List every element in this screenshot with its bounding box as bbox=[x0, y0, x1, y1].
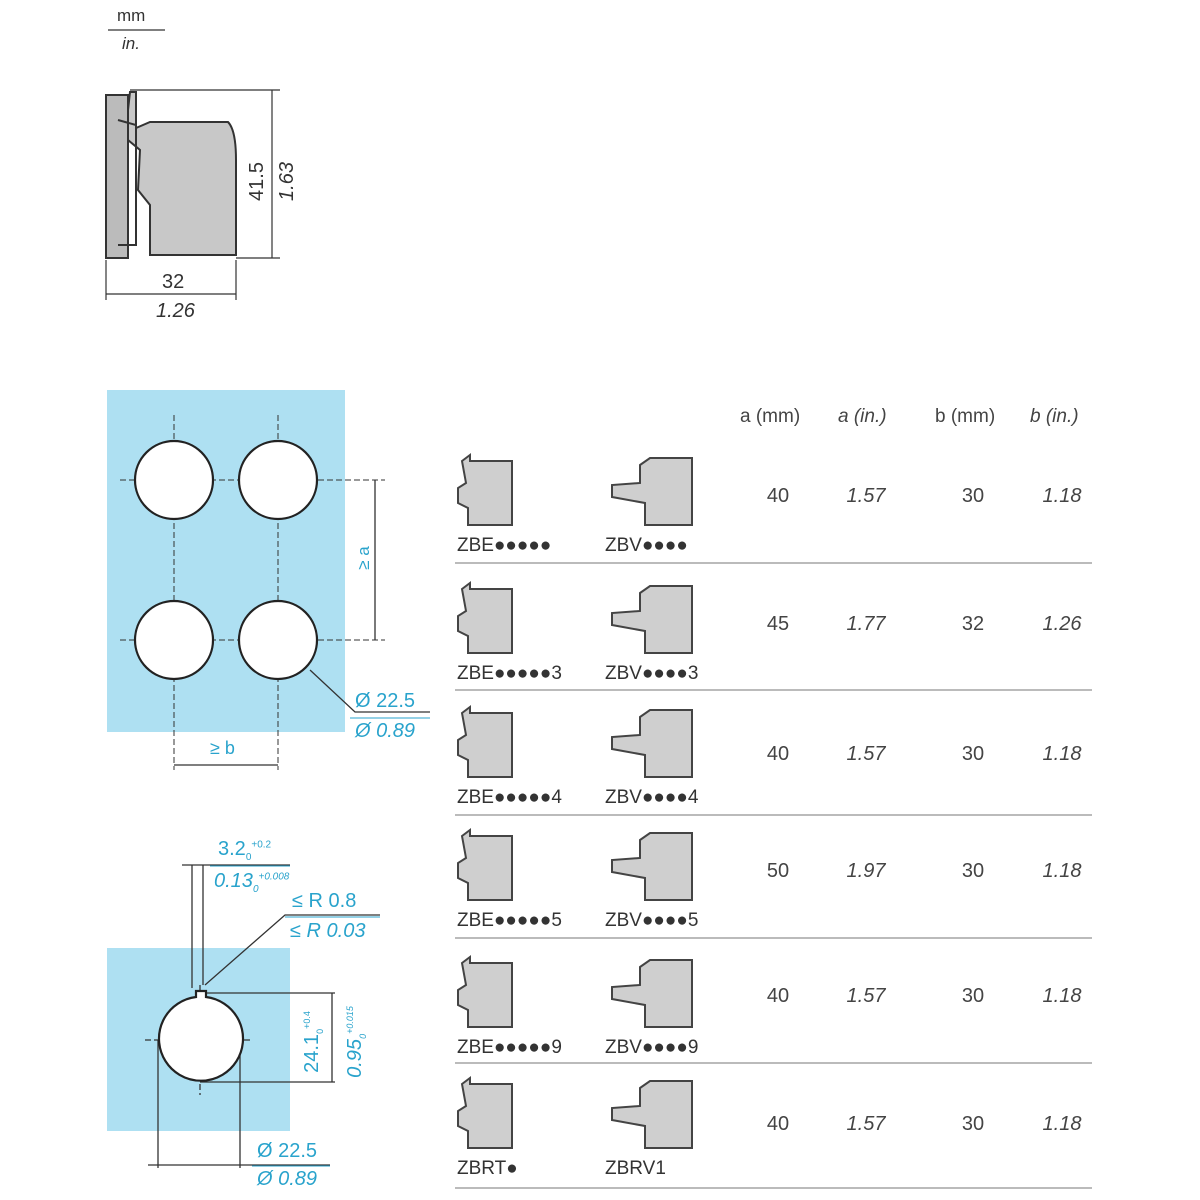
reference-ref1: ZBE●●●●● bbox=[457, 535, 552, 556]
reference-ref1: ZBE●●●●●9 bbox=[457, 1037, 562, 1058]
blue-underlines bbox=[210, 717, 430, 1167]
radius-mm: ≤ R 0.8 bbox=[292, 890, 357, 912]
height-mm-label: 41.5 bbox=[245, 162, 268, 201]
cell-b-mm: 32 bbox=[961, 613, 985, 635]
cell-b-in: 1.18 bbox=[1042, 1113, 1082, 1135]
width-mm-label: 32 bbox=[162, 271, 185, 293]
cell-b-in: 1.18 bbox=[1042, 985, 1082, 1007]
light-block-icon bbox=[611, 457, 693, 526]
reference-ref2: ZBV●●●● bbox=[605, 535, 688, 556]
reference-ref2: ZBRV1 bbox=[605, 1158, 666, 1179]
radius-in: ≤ R 0.03 bbox=[290, 920, 366, 942]
reference-ref1: ZBE●●●●●3 bbox=[457, 663, 562, 684]
light-block-icon bbox=[611, 959, 693, 1028]
light-block-icon bbox=[611, 1080, 693, 1149]
cell-a-in: 1.57 bbox=[846, 985, 886, 1007]
cell-a-in: 1.57 bbox=[846, 485, 886, 507]
cell-b-mm: 30 bbox=[961, 1113, 985, 1135]
grid-diameter-in: Ø 0.89 bbox=[355, 720, 416, 742]
unit-mm: mm bbox=[117, 6, 146, 25]
width-in-label: 1.26 bbox=[156, 300, 195, 322]
key-width-in: 0.130+0.008 bbox=[214, 870, 290, 895]
cell-a-mm: 40 bbox=[766, 485, 790, 507]
cell-b-mm: 30 bbox=[961, 985, 985, 1007]
side-view-part bbox=[105, 91, 237, 259]
cell-a-in: 1.77 bbox=[846, 613, 886, 635]
contact-block-icon bbox=[457, 955, 513, 1028]
cell-b-in: 1.26 bbox=[1042, 613, 1082, 635]
cell-a-in: 1.57 bbox=[846, 743, 886, 765]
cell-a-mm: 40 bbox=[766, 1113, 790, 1135]
cell-a-in: 1.57 bbox=[846, 1113, 886, 1135]
contact-block-icon bbox=[457, 1076, 513, 1149]
cell-a-mm: 40 bbox=[766, 743, 790, 765]
cell-b-in: 1.18 bbox=[1042, 743, 1082, 765]
cell-b-mm: 30 bbox=[961, 485, 985, 507]
reference-ref2: ZBV●●●●5 bbox=[605, 910, 699, 931]
light-block-icon bbox=[611, 709, 693, 778]
cell-b-in: 1.18 bbox=[1042, 860, 1082, 882]
single-diameter-mm: Ø 22.5 bbox=[257, 1140, 318, 1162]
key-depth-mm: 24.10+0.4 bbox=[300, 1011, 325, 1073]
light-block-icon bbox=[611, 832, 693, 901]
cell-a-mm: 45 bbox=[766, 613, 790, 635]
side-view-dimensions bbox=[105, 89, 280, 300]
grid-dimensions bbox=[174, 480, 430, 766]
key-width-mm: 3.20+0.2 bbox=[218, 838, 272, 863]
cell-b-in: 1.18 bbox=[1042, 485, 1082, 507]
cell-a-mm: 50 bbox=[766, 860, 790, 882]
grid-diameter-mm: Ø 22.5 bbox=[355, 690, 416, 712]
cell-b-mm: 30 bbox=[961, 743, 985, 765]
cell-a-in: 1.97 bbox=[846, 860, 886, 882]
unit-in: in. bbox=[122, 34, 140, 53]
header-b-in: b (in.) bbox=[1030, 406, 1079, 427]
header-a-mm: a (mm) bbox=[740, 406, 801, 427]
keyed-cutout-hole bbox=[157, 989, 245, 1082]
contact-block-icon bbox=[457, 705, 513, 778]
table-lines bbox=[455, 453, 1092, 1189]
panel-grid-background bbox=[107, 390, 345, 732]
cell-b-mm: 30 bbox=[961, 860, 985, 882]
reference-ref2: ZBV●●●●4 bbox=[605, 787, 699, 808]
key-depth-in: 0.950+0.015 bbox=[343, 1006, 368, 1078]
contact-block-icon bbox=[457, 828, 513, 901]
reference-ref1: ZBRT● bbox=[457, 1158, 518, 1179]
reference-ref2: ZBV●●●●3 bbox=[605, 663, 699, 684]
spacing-b-label: ≥ b bbox=[210, 738, 235, 758]
reference-ref1: ZBE●●●●●4 bbox=[457, 787, 562, 808]
cell-a-mm: 40 bbox=[766, 985, 790, 1007]
single-diameter-in: Ø 0.89 bbox=[257, 1168, 318, 1190]
header-b-mm: b (mm) bbox=[935, 406, 996, 427]
contact-block-icon bbox=[457, 581, 513, 654]
header-a-in: a (in.) bbox=[838, 406, 887, 427]
height-in-label: 1.63 bbox=[275, 162, 298, 201]
spacing-a-label: ≥ a bbox=[353, 546, 373, 570]
reference-ref1: ZBE●●●●●5 bbox=[457, 910, 562, 931]
reference-ref2: ZBV●●●●9 bbox=[605, 1037, 699, 1058]
cutout-holes bbox=[133, 439, 319, 681]
contact-block-icon bbox=[457, 453, 513, 526]
light-block-icon bbox=[611, 585, 693, 654]
